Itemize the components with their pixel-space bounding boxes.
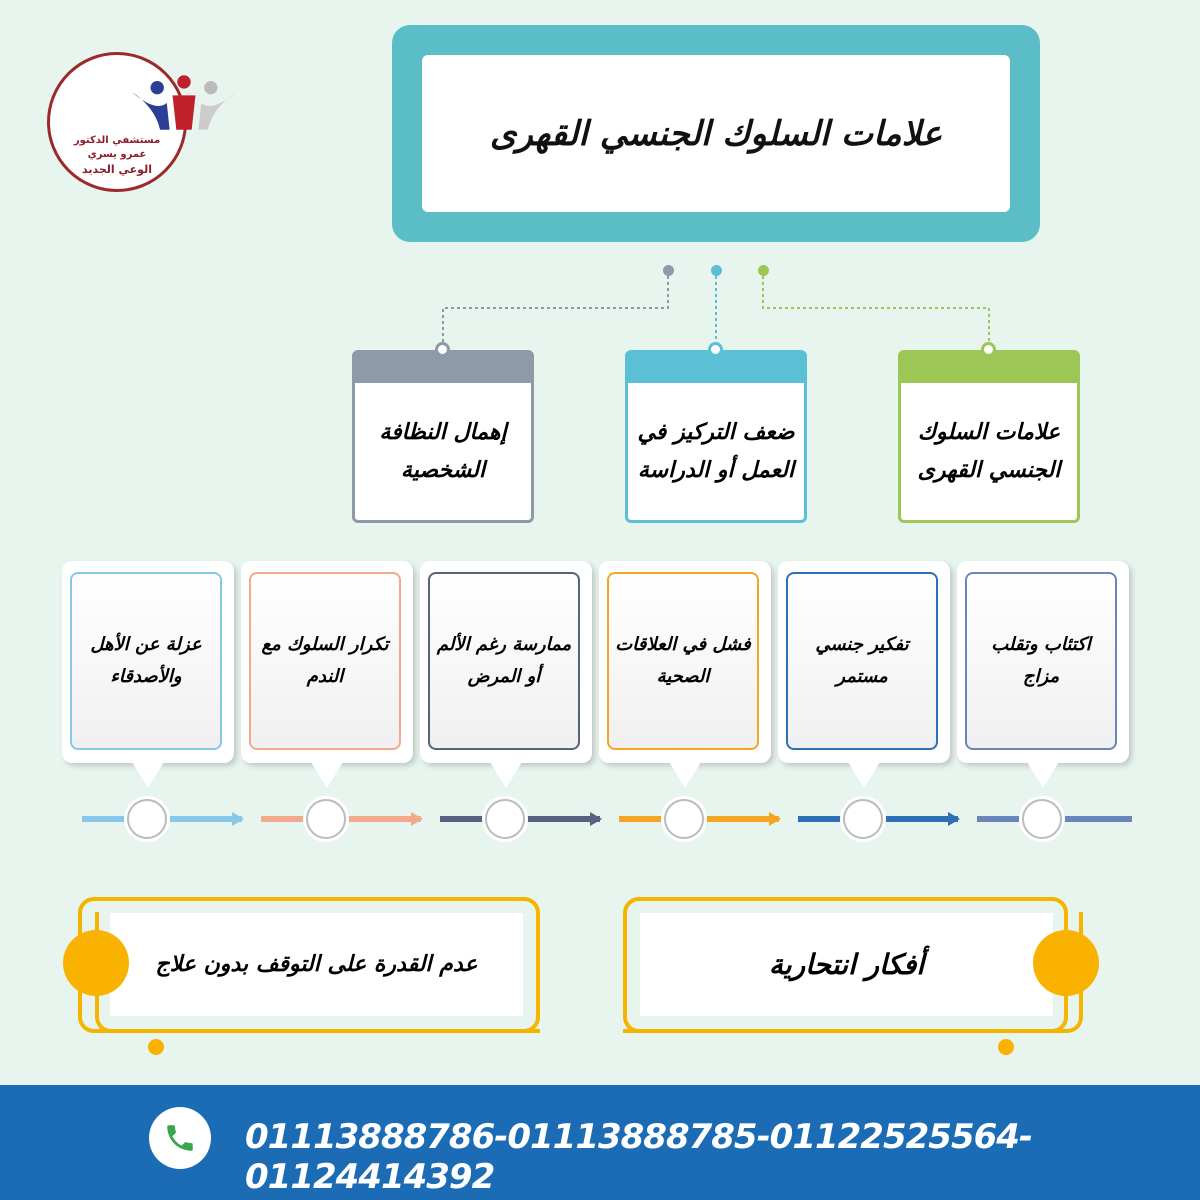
bottom-box-left: عدم القدرة على التوقف بدون علاج — [110, 913, 523, 1016]
symptom-card: ممارسة رغم الألم أو المرض — [428, 572, 580, 750]
connector-dot — [711, 265, 722, 276]
symptom-card: تكرار السلوك مع الندم — [249, 572, 401, 750]
timeline-arrow — [411, 812, 423, 826]
yellow-dot — [998, 1039, 1014, 1055]
top-card-label: علامات السلوك الجنسي القهرى — [917, 420, 1061, 483]
yellow-circle — [63, 930, 129, 996]
page-title: علامات السلوك الجنسي القهرى — [422, 55, 1010, 212]
top-card-signs: علامات السلوك الجنسي القهرى — [898, 350, 1080, 523]
timeline-node — [306, 799, 346, 839]
timeline-arrow — [948, 812, 960, 826]
hospital-logo: مستشفي الدكتور عمرو يسري الوعي الجديد — [47, 52, 237, 192]
timeline-arrow — [769, 812, 781, 826]
logo-line2: عمرو يسري — [87, 149, 147, 160]
people-logo-icon — [131, 75, 237, 130]
pin — [708, 342, 723, 357]
phone-numbers[interactable]: 01113888786-01113888785-01122525564-0112… — [245, 1117, 1033, 1197]
timeline-node — [1022, 799, 1062, 839]
top-card-focus: ضعف التركيز في العمل أو الدراسة — [625, 350, 807, 523]
timeline-arrow — [590, 812, 602, 826]
phone-icon — [167, 1125, 193, 1151]
card-pointer — [490, 762, 522, 788]
timeline-node — [127, 799, 167, 839]
symptom-card: تفكير جنسي مستمر — [786, 572, 938, 750]
card-pointer — [669, 762, 701, 788]
timeline-node — [485, 799, 525, 839]
pin — [435, 342, 450, 357]
symptom-card: اكتئاب وتقلب مزاج — [965, 572, 1117, 750]
connector-dot — [758, 265, 769, 276]
card-pointer — [132, 762, 164, 788]
logo-line1: مستشفي الدكتور — [73, 135, 161, 146]
timeline-arrow — [232, 812, 244, 826]
pin — [981, 342, 996, 357]
timeline-node — [664, 799, 704, 839]
top-card-label: ضعف التركيز في العمل أو الدراسة — [637, 420, 795, 483]
timeline-node — [843, 799, 883, 839]
yellow-dot — [148, 1039, 164, 1055]
top-card-label: إهمال النظافة الشخصية — [379, 420, 507, 483]
card-pointer — [848, 762, 880, 788]
symptom-card: عزلة عن الأهل والأصدقاء — [70, 572, 222, 750]
symptom-card: فشل في العلاقات الصحية — [607, 572, 759, 750]
connector-dot — [663, 265, 674, 276]
bottom-box-right: أفكار انتحارية — [640, 913, 1053, 1016]
yellow-circle — [1033, 930, 1099, 996]
top-card-hygiene: إهمال النظافة الشخصية — [352, 350, 534, 523]
card-pointer — [311, 762, 343, 788]
card-pointer — [1027, 762, 1059, 788]
phone-button[interactable] — [149, 1107, 211, 1169]
connector-lines — [442, 276, 990, 344]
logo-line3: الوعي الجديد — [82, 163, 152, 176]
